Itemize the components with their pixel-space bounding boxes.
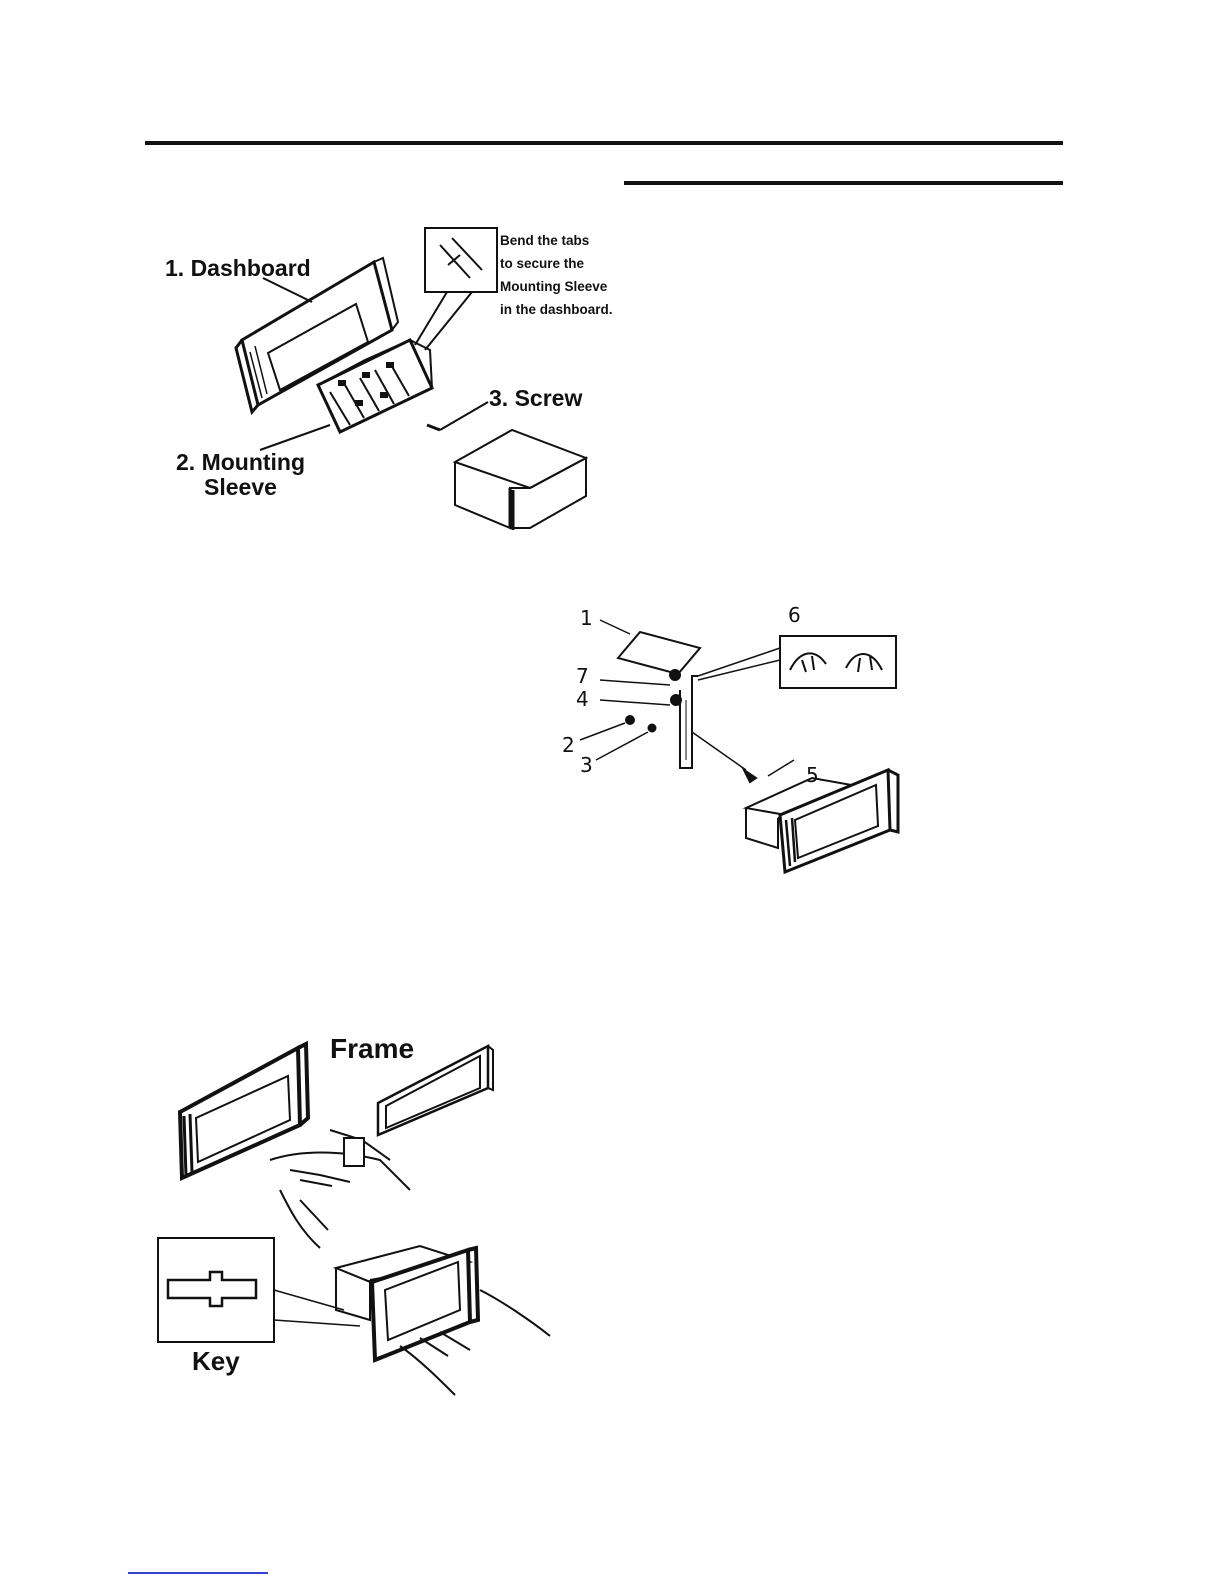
screw-label: 3. Screw — [489, 385, 582, 411]
bend-tabs-hint-3: Mounting Sleeve — [500, 279, 608, 294]
footer-link-underline[interactable] — [128, 1572, 268, 1574]
key-label: Key — [192, 1346, 240, 1376]
dashboard-label: 1. Dashboard — [165, 255, 311, 281]
radio-unit-drawing — [455, 430, 586, 530]
mounting-sleeve-label: 2. Mounting — [176, 449, 305, 475]
frame-label: Frame — [330, 1033, 414, 1064]
figure-frame-removal — [158, 1044, 550, 1395]
bend-tabs-hint-4: in the dashboard. — [500, 302, 613, 317]
part-4-label: 4 — [576, 687, 589, 711]
bend-tabs-hint-2: to secure the — [500, 256, 585, 271]
mounting-sleeve-label-2: Sleeve — [204, 474, 277, 500]
part-6-label: 6 — [788, 603, 801, 627]
bend-tabs-hint-1: Bend the tabs — [500, 233, 589, 248]
part-7-label: 7 — [576, 664, 589, 688]
figure-bracket-install — [580, 620, 898, 872]
tab-detail-box — [425, 228, 497, 292]
part-5-label: 5 — [806, 763, 819, 787]
part-2-label: 2 — [562, 733, 575, 757]
part-3-label: 3 — [580, 753, 593, 777]
part-1-label: 1 — [580, 606, 593, 630]
